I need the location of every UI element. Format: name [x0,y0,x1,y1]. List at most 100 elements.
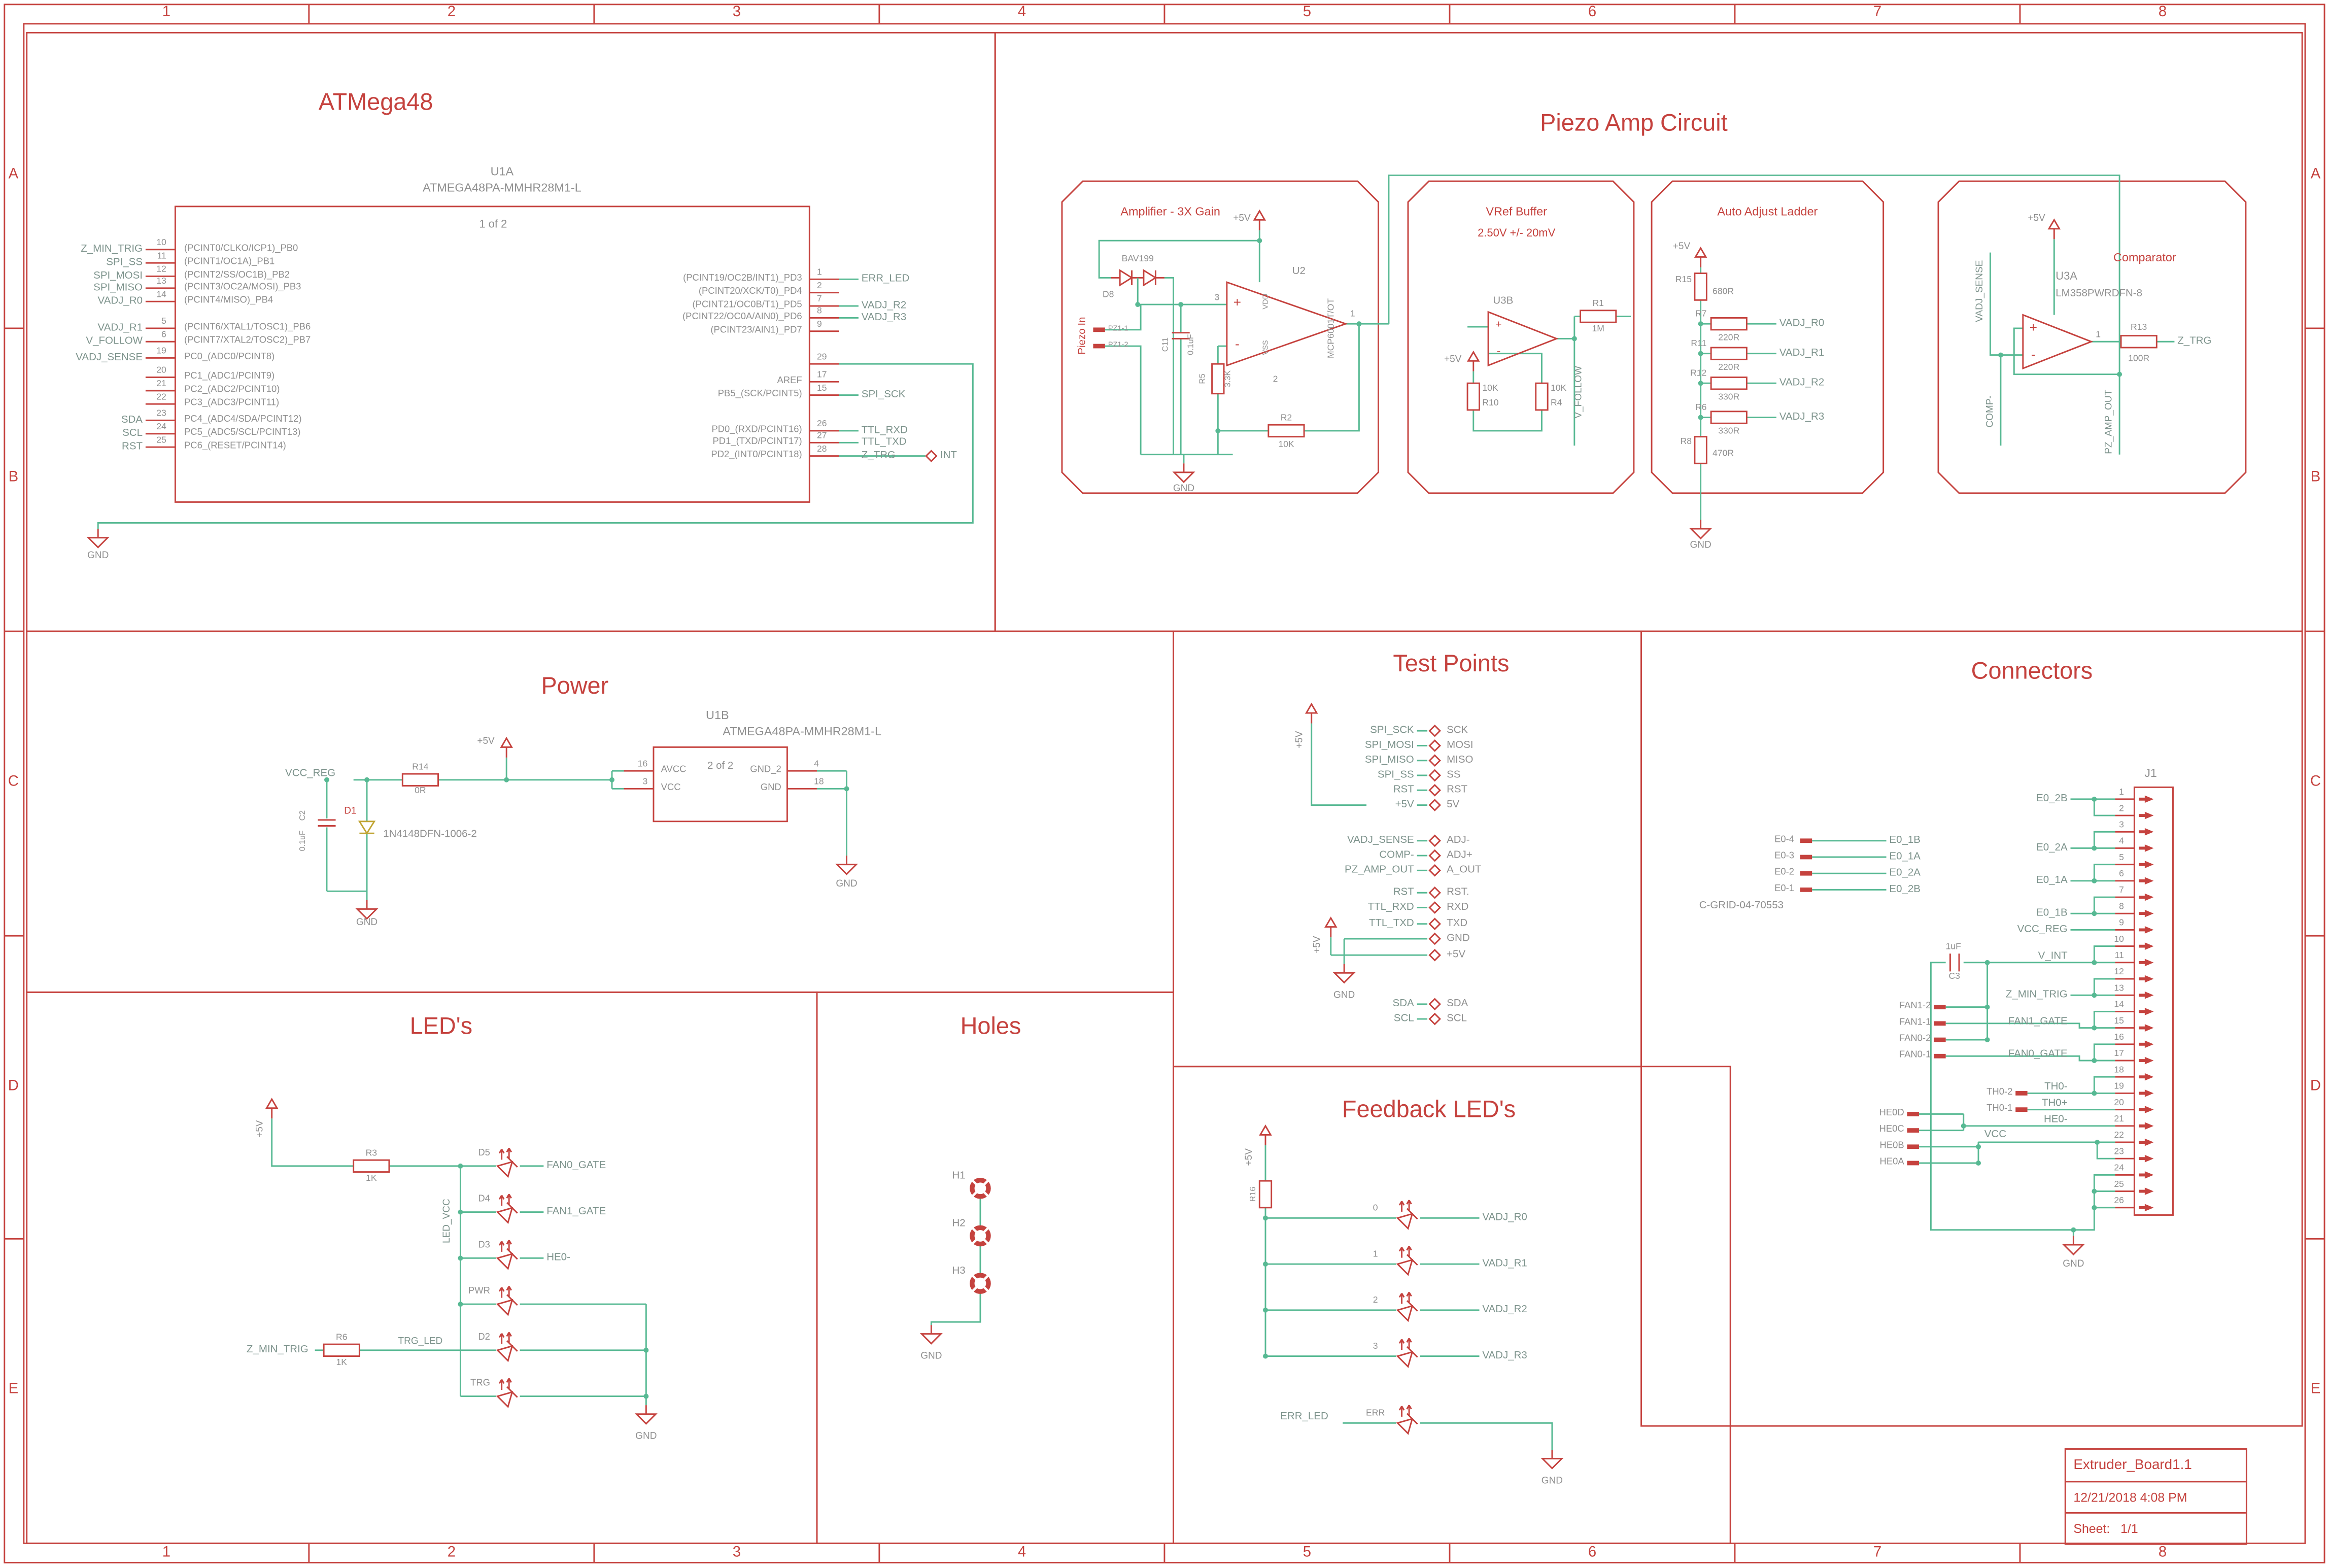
pin-label: PZ1-1 [1108,324,1128,334]
part-number: 1N4148DFN-1006-2 [383,829,477,840]
pin-number: 10 [2114,936,2124,945]
resistor-symbol [2120,335,2157,349]
net-label: V_INT [2038,951,2068,962]
resistor-symbol [1710,317,1748,331]
pin-label: 330R [1718,393,1740,403]
pin-number: 1 [816,268,822,278]
grid-row: A [2310,166,2321,183]
feedback-section-box [1173,1066,1731,1544]
pin-label: AREF [777,376,802,386]
section-boxes [26,31,2303,1544]
resistor-symbol [1710,347,1748,360]
net-label: VCC_REG [285,768,336,779]
schematic-text: 2.50V +/- 20mV [1478,226,1556,240]
pin-label: 1K [336,1359,348,1368]
power-label: +5V [1233,213,1251,224]
pin-number: 24 [2114,1164,2124,1174]
section-title: LED's [409,1014,473,1040]
pin-label: E0-2 [1774,867,1795,878]
pin-label: MISO [1447,755,1474,766]
resistor-symbol [1211,363,1225,395]
part-number: ATMEGA48PA-MMHR28M1-L [723,725,882,738]
net-label: SCL [1393,1013,1414,1025]
pin-number: 6 [161,331,166,340]
pin-label: 0 [1373,1204,1378,1214]
pin-label: PC0_(ADC0/PCINT8) [184,352,275,362]
amplifier-block [1061,180,1379,494]
pin-number: 11 [2114,952,2124,961]
grid-col: 1 [162,1545,170,1561]
pin-label: (PCINT20/XCK/T0)_PD4 [698,286,802,297]
pin-label: 2 [1373,1297,1378,1306]
pin-label: ADJ- [1447,835,1470,846]
pin-number: 19 [156,347,166,357]
pin-label: GND_2 [750,765,781,775]
vref-buffer-block [1407,180,1635,494]
pin-label: (PCINT0/CLKO/ICP1)_PB0 [184,243,298,254]
pin-number: 9 [816,321,822,330]
section-title: Test Points [1393,652,1510,677]
net-label: SPI_MOSI [1364,740,1414,751]
block-title: Amplifier - 3X Gain [1120,204,1220,219]
schematic-text: - [1496,345,1501,358]
pin-label: 0.1uF [299,830,308,851]
refdes: R8 [1680,438,1692,448]
refdes: U1A [490,164,514,179]
pin-label: PC2_(ADC2/PCINT10) [184,384,280,395]
grid-row: D [8,1078,19,1095]
pin-label: VDD [1261,293,1271,310]
refdes: R4 [1550,399,1562,408]
pin-label: TXD [1447,918,1468,929]
net-label: VADJ_R3 [861,313,907,323]
pin-label: TRG [470,1378,490,1389]
pin-label: 5V [1447,800,1460,810]
pin-number: 19 [2114,1082,2124,1092]
net-label: RST [1393,888,1414,898]
j1-connector [2133,786,2174,1216]
section-title: Piezo Amp Circuit [1540,111,1728,137]
pin-label: PC6_(RESET/PCINT14) [184,440,286,452]
titleblock-title: Extruder_Board1.1 [2066,1450,2246,1483]
gnd-label: GND [2063,1259,2084,1270]
opamp-u3a [2022,314,2094,370]
pin-label: SDA [1447,999,1468,1010]
refdes: R6 [336,1334,348,1343]
pin-label: 220R [1718,364,1740,373]
net-label: TH0+ [2041,1098,2068,1109]
section-title: Feedback LED's [1342,1098,1516,1123]
power-section [318,737,857,919]
net-label: ERR_LED [861,274,910,285]
net-label: VADJ_R0 [1482,1213,1527,1223]
pin-number: 2 [2119,805,2124,814]
pin-number: 1 [2119,789,2124,798]
net-label: V_FOLLOW [86,336,143,347]
resistor-symbol [1580,310,1617,323]
gnd-label: GND [1690,540,1711,551]
resistor-symbol [1535,382,1549,411]
opamp-u2 [1226,281,1348,367]
power-label: +5V [1444,354,1462,365]
net-label: FAN0_GATE [546,1161,606,1172]
grid-col: 7 [1873,1545,1882,1561]
net-label: VADJ_R0 [1779,318,1825,329]
net-label: TTL_RXD [861,425,908,436]
refdes: R7 [1695,310,1707,320]
pin-label: RST [1447,785,1468,796]
resistor-symbol [323,1343,360,1357]
pin-label: 1K [366,1175,377,1184]
grid-row: A [8,166,19,183]
net-label: E0_2B [2036,794,2068,805]
pin-number: 11 [157,252,166,262]
net-label: TH0- [2044,1082,2068,1093]
refdes: R15 [1675,276,1692,286]
net-label: VADJ_R2 [1482,1305,1527,1316]
refdes: R16 [1249,1186,1259,1202]
refdes: D4 [478,1194,490,1205]
capacitor-symbol [1949,953,1960,972]
part-number: MCP6001T/OT [1327,298,1337,358]
pin-number: 18 [2114,1066,2124,1076]
refdes: R12 [1690,369,1707,379]
pin-number: 20 [2114,1099,2124,1108]
net-label: SPI_SCK [1370,725,1414,736]
connectors-section [1800,786,2174,1255]
